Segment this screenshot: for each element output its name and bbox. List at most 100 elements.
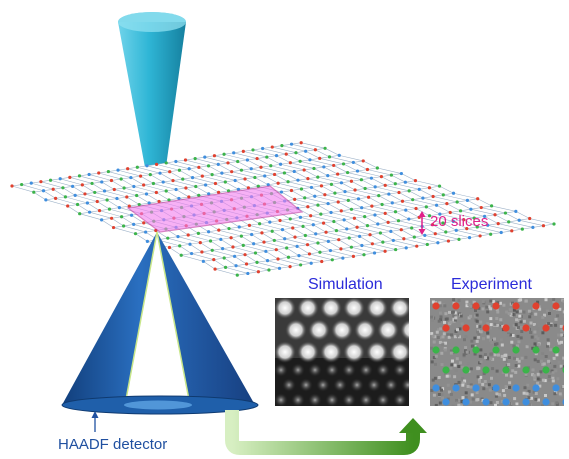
exp-noise bbox=[515, 357, 519, 361]
exp-noise bbox=[558, 307, 562, 311]
lattice-atom bbox=[194, 184, 198, 189]
lattice-bond bbox=[338, 239, 352, 248]
lattice-bond bbox=[220, 237, 232, 240]
exp-noise bbox=[546, 344, 549, 348]
lattice-bond bbox=[244, 252, 256, 255]
exp-noise bbox=[503, 353, 507, 357]
exp-noise bbox=[541, 362, 545, 366]
lattice-atom bbox=[407, 189, 411, 193]
lattice-bond bbox=[111, 218, 124, 227]
detector-label: HAADF detector bbox=[58, 436, 168, 453]
lattice-bond bbox=[419, 189, 434, 197]
lattice-atom bbox=[349, 245, 354, 249]
lattice-bond bbox=[69, 177, 93, 184]
lattice-bond bbox=[259, 221, 270, 225]
lattice-bond bbox=[409, 189, 420, 192]
lattice-bond bbox=[114, 189, 137, 196]
lattice-bond bbox=[487, 224, 512, 232]
lattice-atom bbox=[204, 183, 208, 187]
exp-noise bbox=[467, 303, 471, 306]
lattice-bond bbox=[166, 189, 177, 192]
lattice-bond bbox=[254, 177, 269, 186]
lattice-bond bbox=[257, 156, 267, 159]
lattice-bond bbox=[334, 191, 346, 194]
exp-noise bbox=[483, 380, 487, 383]
lattice-atom bbox=[478, 234, 482, 238]
lattice-bond bbox=[188, 195, 199, 198]
lattice-atom bbox=[129, 213, 134, 217]
exp-noise bbox=[463, 379, 467, 383]
exp-noise bbox=[522, 391, 526, 395]
lattice-bond bbox=[426, 204, 437, 208]
lattice-bond bbox=[259, 223, 283, 230]
lattice-atom bbox=[174, 159, 178, 164]
exp-noise bbox=[496, 324, 500, 327]
lattice-atom bbox=[433, 232, 437, 236]
lattice-atom bbox=[107, 207, 112, 211]
lattice-bond bbox=[460, 208, 471, 212]
lattice-bond bbox=[279, 218, 291, 221]
exp-noise bbox=[464, 391, 468, 395]
lattice-bond bbox=[43, 190, 56, 199]
lattice-atom bbox=[32, 190, 36, 194]
lattice-bond bbox=[309, 253, 333, 261]
exp-noise bbox=[507, 312, 511, 316]
exp-noise bbox=[449, 349, 453, 353]
lattice-bond bbox=[172, 180, 196, 187]
exp-noise bbox=[495, 392, 499, 396]
lattice-bond bbox=[238, 187, 249, 190]
lattice-atom bbox=[179, 253, 183, 257]
sim-atom-column bbox=[331, 319, 353, 341]
exp-noise bbox=[496, 373, 500, 377]
exp-noise bbox=[431, 300, 435, 304]
lattice-bond bbox=[351, 245, 362, 248]
lattice-atom bbox=[177, 196, 181, 201]
lattice-atom bbox=[373, 185, 377, 189]
exp-noise bbox=[489, 401, 493, 405]
lattice-bond bbox=[150, 172, 161, 175]
lattice-bond bbox=[274, 174, 289, 182]
exp-noise bbox=[498, 301, 502, 305]
lattice-bond bbox=[192, 175, 203, 178]
lattice-atom bbox=[210, 248, 214, 252]
exp-noise bbox=[467, 316, 471, 320]
lattice-bond bbox=[139, 202, 150, 205]
lattice-atom bbox=[346, 198, 350, 203]
exp-noise bbox=[475, 313, 479, 317]
exp-noise bbox=[430, 332, 434, 336]
lattice-atom bbox=[239, 168, 244, 172]
lattice-bond bbox=[181, 254, 204, 262]
lattice-bond bbox=[313, 166, 324, 169]
lattice-bond bbox=[317, 176, 342, 184]
lattice-bond bbox=[317, 175, 328, 178]
lattice-bond bbox=[367, 167, 378, 170]
lattice-atom bbox=[164, 161, 168, 165]
lattice-bond bbox=[243, 151, 267, 158]
lattice-bond bbox=[382, 202, 393, 205]
exp-noise bbox=[515, 310, 519, 314]
lattice-atom bbox=[102, 189, 107, 193]
lattice-bond bbox=[336, 230, 360, 237]
lattice-bond bbox=[222, 246, 234, 249]
lattice-bond bbox=[75, 193, 86, 196]
exp-noise bbox=[459, 404, 463, 406]
lattice-bond bbox=[260, 166, 285, 174]
lattice-bond bbox=[185, 159, 209, 167]
lattice-bond bbox=[505, 212, 520, 221]
exp-atom-marker bbox=[532, 384, 540, 392]
lattice-bond bbox=[414, 236, 438, 244]
lattice-bond bbox=[381, 176, 396, 185]
lattice-bond bbox=[393, 238, 404, 241]
lattice-bond bbox=[246, 263, 270, 271]
lattice-bond bbox=[137, 166, 161, 174]
lattice-atom bbox=[345, 227, 349, 231]
exp-noise bbox=[511, 312, 515, 316]
sim-atom-column-dim bbox=[359, 363, 373, 377]
lattice-bond bbox=[181, 253, 192, 256]
lattice-bond bbox=[338, 200, 349, 203]
exp-noise bbox=[511, 301, 514, 305]
lattice-bond bbox=[371, 177, 386, 186]
lattice-bond bbox=[357, 226, 381, 234]
exp-noise bbox=[517, 319, 521, 322]
lattice-bond bbox=[457, 201, 472, 210]
